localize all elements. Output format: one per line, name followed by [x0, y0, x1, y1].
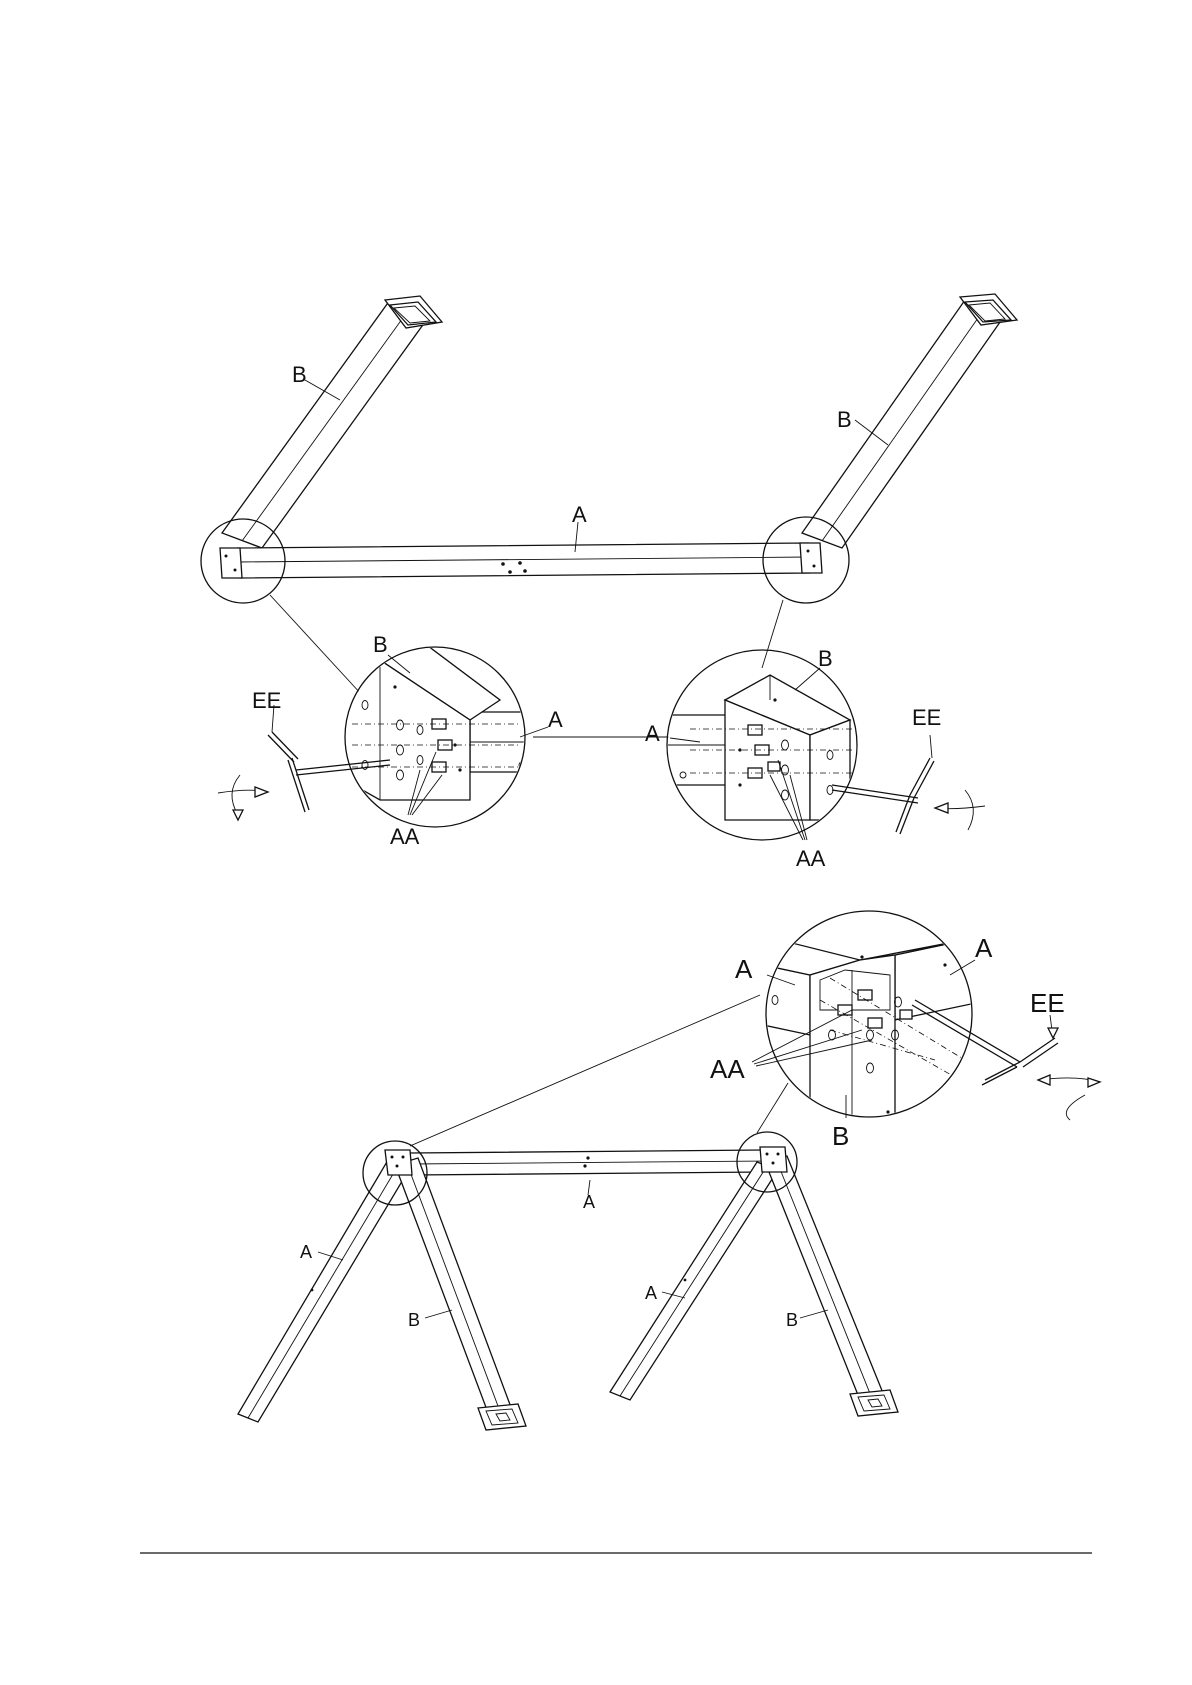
bottom-assembly: A A B A B	[238, 1132, 898, 1430]
top-left-leg-b	[222, 296, 442, 548]
top-assembly: B B A	[201, 294, 1017, 603]
bottom-tool-label-ee: EE	[1030, 988, 1065, 1018]
bottom-detail-label-aa: AA	[710, 1054, 745, 1084]
bottom-left-leg-label-a: A	[300, 1242, 312, 1262]
right-detail-label-a: A	[645, 721, 660, 746]
right-detail-label-aa: AA	[796, 846, 826, 871]
bottom-left-foot-plate	[478, 1404, 526, 1430]
top-beam-a	[238, 543, 810, 578]
top-right-leg-b	[802, 294, 1017, 548]
bottom-left-leg-a	[238, 1160, 410, 1422]
right-tool-label-ee: EE	[912, 705, 941, 730]
right-detail-label-b: B	[818, 646, 833, 671]
left-detail-label-aa: AA	[390, 824, 420, 849]
left-detail-label-a: A	[548, 707, 563, 732]
left-detail-label-b: B	[373, 632, 388, 657]
bottom-left-leg-label-b: B	[408, 1310, 420, 1330]
right-detail-zoom: B A AA	[645, 646, 857, 871]
left-tool-label-ee: EE	[252, 688, 281, 713]
top-left-label-b: B	[292, 362, 307, 387]
bottom-right-leg-b	[765, 1156, 898, 1416]
bottom-beam-label-a: A	[583, 1192, 595, 1212]
bottom-right-leg-label-a: A	[645, 1283, 657, 1303]
top-right-label-b: B	[837, 407, 852, 432]
left-detail-zoom: B A AA	[345, 632, 563, 849]
bottom-right-leg-a	[610, 1162, 778, 1400]
top-beam-label-a: A	[572, 502, 587, 527]
bottom-detail-label-a-right: A	[975, 933, 993, 963]
bottom-detail-label-a-left: A	[735, 954, 753, 984]
bottom-right-foot-plate	[850, 1390, 898, 1416]
bottom-right-leg-label-b: B	[786, 1310, 798, 1330]
bottom-detail-label-b: B	[832, 1121, 849, 1151]
bottom-detail-zoom: A A AA B	[710, 911, 993, 1151]
bottom-beam-a	[410, 1150, 767, 1175]
